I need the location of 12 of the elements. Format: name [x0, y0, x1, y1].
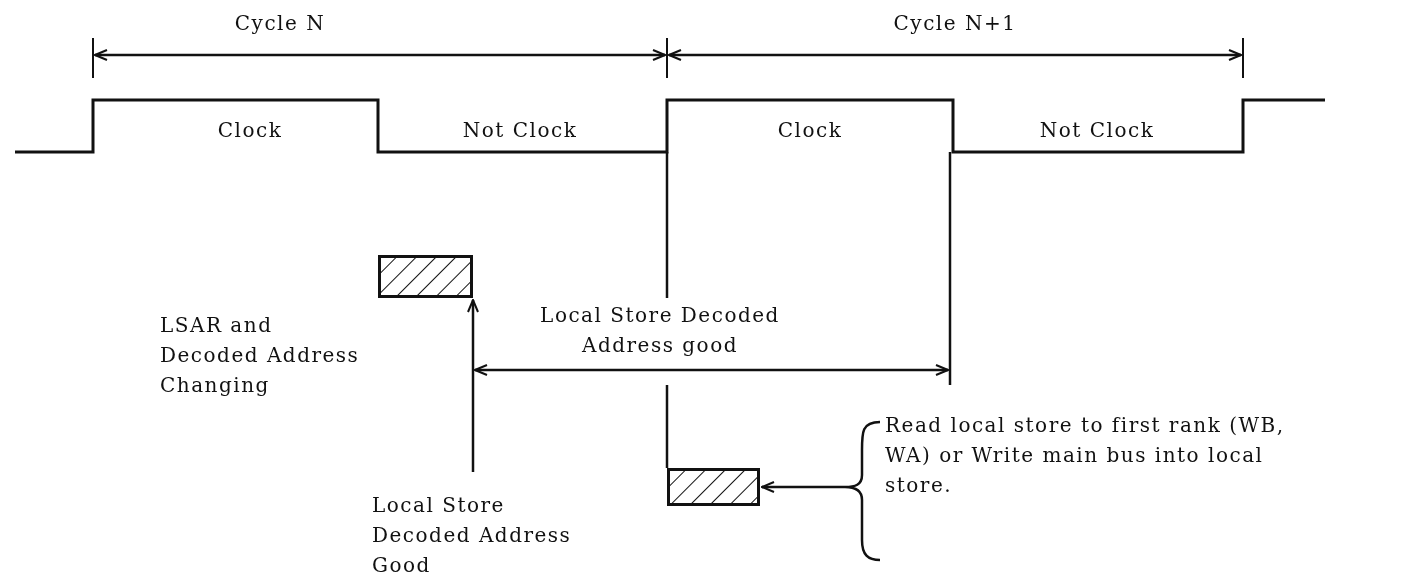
phase-label: Not Clock — [1038, 117, 1156, 144]
phase-label: Clock — [776, 117, 844, 144]
annotation-text: Local Store Decoded Address Good — [372, 492, 573, 579]
arrow — [761, 481, 845, 493]
annotation-text: LSAR and Decoded Address Changing — [160, 312, 361, 399]
cycle-label: Cycle N — [233, 10, 327, 37]
phase-label: Not Clock — [461, 117, 579, 144]
phase-label: Clock — [216, 117, 284, 144]
annotation-text: Local Store Decoded Address good — [539, 302, 781, 359]
cycle-label: Cycle N+1 — [892, 10, 1018, 37]
annotation-text: Read local store to first rank (WB, WA) or Write main bus into local store. — [885, 412, 1285, 499]
arrow — [467, 299, 479, 472]
